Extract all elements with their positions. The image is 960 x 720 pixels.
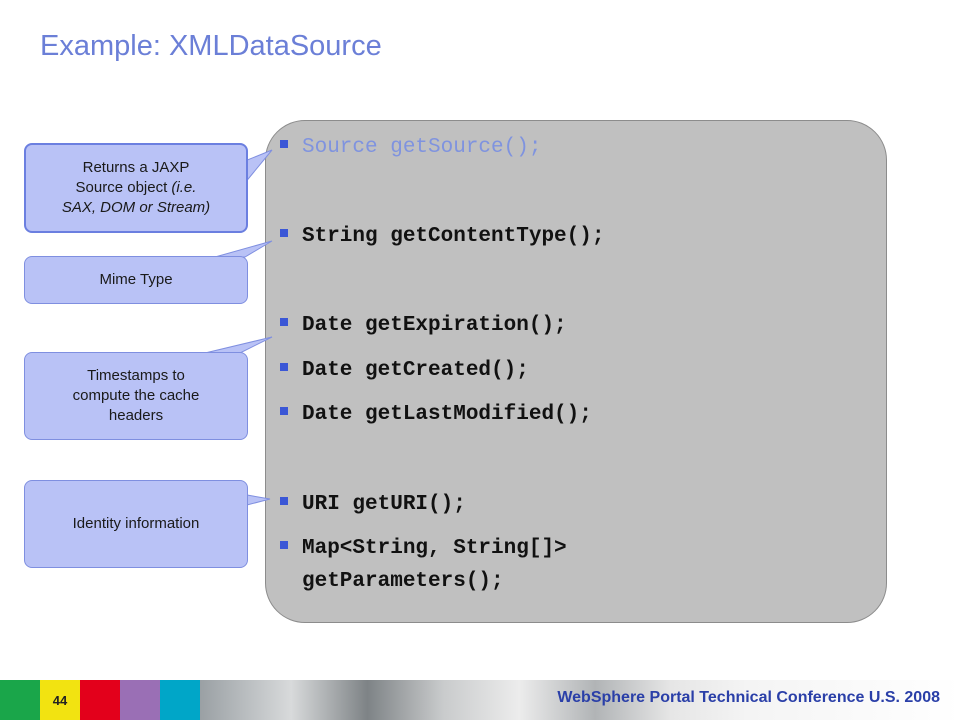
footer-color-purple <box>120 680 160 720</box>
footer-bar: 44 <box>0 680 960 720</box>
bullet-icon <box>280 363 288 371</box>
footer-color-red <box>80 680 120 720</box>
footer-photo-strip <box>200 680 960 720</box>
code-line-get-content-type: String getContentType(); <box>280 225 604 248</box>
bullet-icon <box>280 497 288 505</box>
code-line-get-created: Date getCreated(); <box>280 359 529 382</box>
callout-source: Returns a JAXP Source object (i.e. SAX, … <box>24 143 248 233</box>
pointer-mime <box>214 240 273 258</box>
pointer-timestamps <box>204 336 273 354</box>
bullet-icon <box>280 140 288 148</box>
footer-color-green <box>0 680 40 720</box>
callout-mime-type: Mime Type <box>24 256 248 304</box>
callout-timestamps: Timestamps to compute the cache headers <box>24 352 248 440</box>
code-line-get-uri: URI getURI(); <box>280 493 466 516</box>
code-line-get-source: Source getSource(); <box>280 136 541 159</box>
code-line-get-parameters: Map<String, String[]> getParameters(); <box>280 532 567 598</box>
bullet-icon <box>280 229 288 237</box>
code-line-continuation: getParameters(); <box>302 570 504 593</box>
footer-color-cyan <box>160 680 200 720</box>
code-line-get-expiration: Date getExpiration(); <box>280 314 567 337</box>
page-number: 44 <box>40 680 80 720</box>
bullet-icon <box>280 318 288 326</box>
slide-title: Example: XMLDataSource <box>40 30 382 62</box>
callout-identity: Identity information <box>24 480 248 568</box>
bullet-icon <box>280 407 288 415</box>
code-panel <box>265 120 887 623</box>
conference-name: WebSphere Portal Technical Conference U.… <box>557 689 940 706</box>
code-line-get-last-modified: Date getLastModified(); <box>280 403 592 426</box>
bullet-icon <box>280 541 288 549</box>
